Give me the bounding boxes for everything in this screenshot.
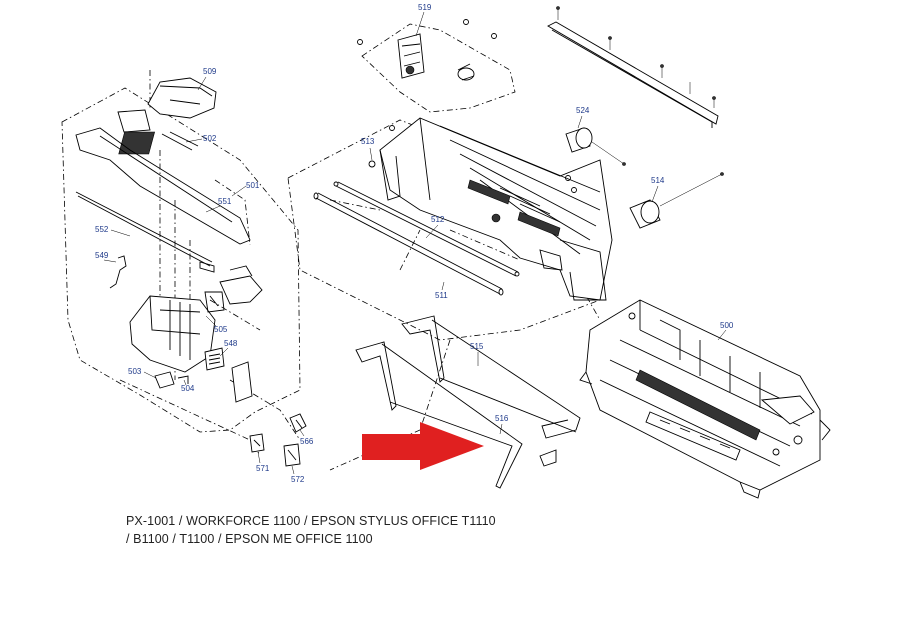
part-516: [355, 341, 557, 489]
callout-571: 571: [256, 464, 270, 473]
callout-515: 515: [470, 342, 484, 351]
callout-503: 503: [128, 367, 142, 376]
callout-519: 519: [418, 3, 432, 12]
callout-524: 524: [576, 106, 590, 115]
part-505: [129, 265, 263, 373]
callout-548: 548: [224, 339, 238, 348]
model-caption-line-2: / B1100 / T1100 / EPSON ME OFFICE 1100: [126, 532, 373, 546]
callout-512: 512: [431, 215, 445, 224]
left-assembly: [61, 70, 307, 467]
callout-505: 505: [214, 325, 228, 334]
red-arrow-icon: [362, 422, 484, 470]
part-552: [75, 191, 215, 273]
callout-514: 514: [651, 176, 665, 185]
part-511: [313, 192, 504, 296]
cable-assembly: [355, 315, 581, 489]
part-515: [401, 315, 581, 439]
part-548: [204, 347, 253, 403]
callout-502: 502: [203, 134, 217, 143]
part-519: [357, 19, 497, 81]
part-frame: [368, 117, 613, 301]
part-503-504: [154, 371, 189, 389]
callout-516: 516: [495, 414, 509, 423]
part-571-572: [249, 433, 301, 467]
leader-lines: [103, 11, 727, 475]
part-551: [75, 127, 251, 245]
part-500: [579, 299, 831, 499]
callout-551: 551: [218, 197, 232, 206]
part-509: [147, 77, 217, 119]
callout-501: 501: [246, 181, 260, 190]
callout-552: 552: [95, 225, 109, 234]
model-caption-line-1: PX-1001 / WORKFORCE 1100 / EPSON STYLUS …: [126, 514, 496, 528]
part-524: [565, 127, 626, 166]
part-549: [109, 255, 127, 289]
callout-labels: 519 509 502 501 551 552 549 505 548 503 …: [95, 3, 734, 484]
callout-566: 566: [300, 437, 314, 446]
callout-509: 509: [203, 67, 217, 76]
center-frame-assembly: [287, 6, 724, 471]
callout-500: 500: [720, 321, 734, 330]
part-512: [333, 181, 520, 277]
callout-511: 511: [435, 291, 448, 300]
callout-572: 572: [291, 475, 305, 484]
callout-549: 549: [95, 251, 109, 260]
part-566: [289, 413, 307, 433]
callout-504: 504: [181, 384, 195, 393]
callout-513: 513: [361, 137, 375, 146]
part-top-bar: [547, 6, 719, 128]
part-514: [629, 172, 724, 229]
